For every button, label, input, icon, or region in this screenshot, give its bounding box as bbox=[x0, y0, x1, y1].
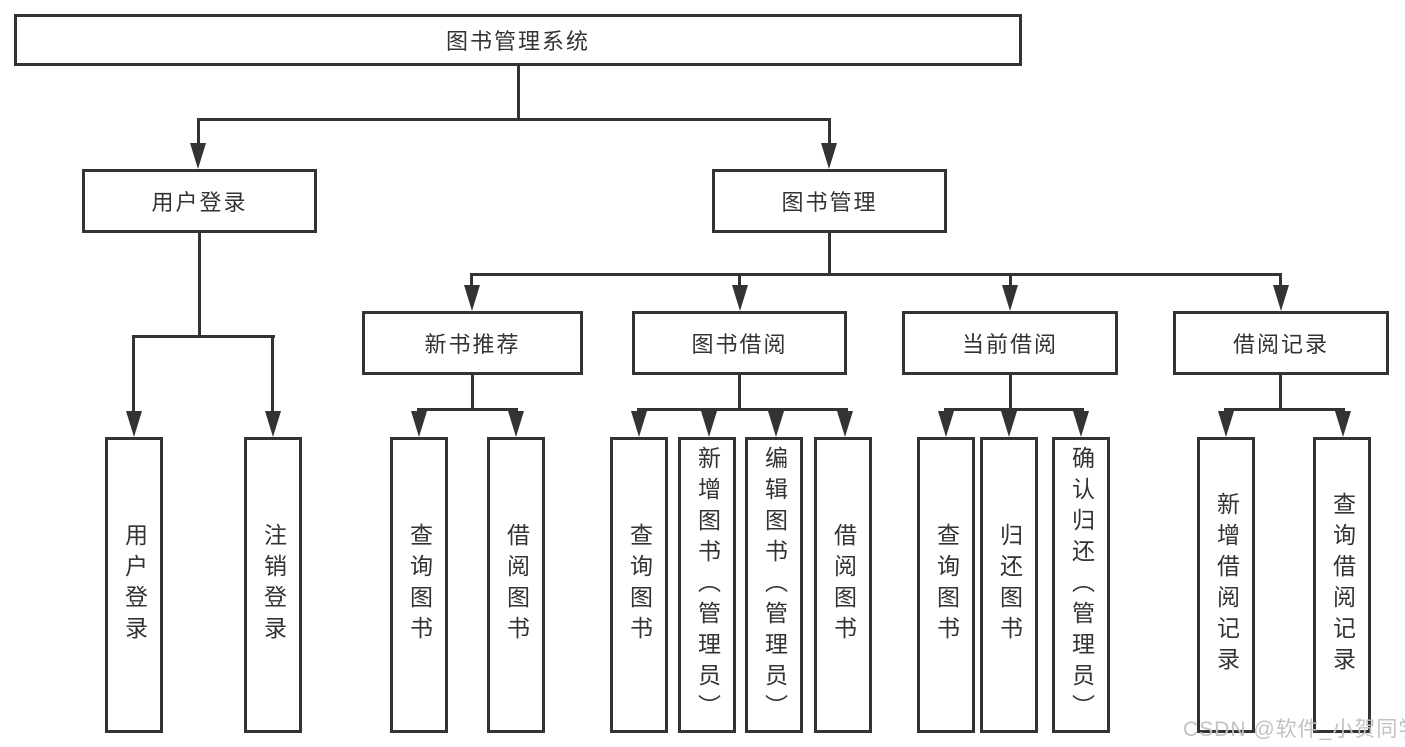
arrow-down-icon bbox=[126, 411, 142, 437]
connector-branch-records bbox=[1224, 408, 1345, 411]
arrow-down-icon bbox=[1273, 285, 1289, 311]
leaf-return-book-label: 归还图书 bbox=[996, 523, 1023, 647]
leaf-borrow-books-newrec-label: 借阅图书 bbox=[503, 523, 530, 647]
arrow-down-icon bbox=[701, 411, 717, 437]
connector-records-stem bbox=[1279, 375, 1282, 411]
arrow-down-icon bbox=[631, 411, 647, 437]
connector-borrow-stem bbox=[738, 375, 741, 411]
leaf-query-books-current-label: 查询图书 bbox=[933, 523, 960, 647]
leaf-add-book-admin: 新增图书（管理员） bbox=[678, 437, 736, 733]
connector-root-stem bbox=[517, 64, 520, 120]
arrow-down-icon bbox=[732, 285, 748, 311]
csdn-watermark: CSDN @软件_小贺同学 bbox=[1183, 718, 1405, 741]
leaf-query-borrow-record: 查询借阅记录 bbox=[1313, 437, 1371, 733]
connector-branch-level3 bbox=[470, 273, 1282, 276]
leaf-add-book-admin-label: 新增图书（管理员） bbox=[694, 445, 721, 725]
arrow-down-icon bbox=[464, 285, 480, 311]
root-node: 图书管理系统 bbox=[14, 14, 1022, 66]
leaf-query-borrow-record-label: 查询借阅记录 bbox=[1329, 492, 1356, 678]
arrow-down-icon bbox=[265, 411, 281, 437]
leaf-query-books-borrow-label: 查询图书 bbox=[626, 523, 653, 647]
arrow-down-icon bbox=[1001, 411, 1017, 437]
connector-user-login-drop bbox=[197, 118, 200, 148]
connector-branch-newrec bbox=[417, 408, 518, 411]
arrow-down-icon bbox=[411, 411, 427, 437]
connector-level3-drop bbox=[470, 273, 473, 288]
node-borrow-records: 借阅记录 bbox=[1173, 311, 1389, 375]
node-book-borrow-label: 图书借阅 bbox=[691, 332, 788, 357]
connector-branch-user-login bbox=[132, 335, 275, 338]
connector-level3-drop bbox=[1279, 273, 1282, 288]
leaf-query-books-borrow: 查询图书 bbox=[610, 437, 668, 733]
arrow-down-icon bbox=[1218, 411, 1234, 437]
leaf-borrow-books-borrow: 借阅图书 bbox=[814, 437, 872, 733]
connector-book-mgmt-drop bbox=[828, 118, 831, 148]
leaf-borrow-books-newrec: 借阅图书 bbox=[487, 437, 545, 733]
connector-book-mgmt-stem bbox=[828, 233, 831, 275]
leaf-add-borrow-record-label: 新增借阅记录 bbox=[1213, 492, 1240, 678]
arrow-down-icon bbox=[1335, 411, 1351, 437]
node-current-borrow: 当前借阅 bbox=[902, 311, 1118, 375]
arrow-down-icon bbox=[1002, 285, 1018, 311]
leaf-confirm-return-admin: 确认归还（管理员） bbox=[1052, 437, 1110, 733]
leaf-logout-label: 注销登录 bbox=[260, 523, 287, 647]
node-new-book-recommend-label: 新书推荐 bbox=[424, 332, 521, 357]
node-book-management-label: 图书管理 bbox=[781, 190, 878, 215]
leaf-user-login: 用户登录 bbox=[105, 437, 163, 733]
connector-level3-drop bbox=[738, 273, 741, 288]
connector-current-stem bbox=[1009, 375, 1012, 411]
arrow-down-icon bbox=[938, 411, 954, 437]
connector-level3-drop bbox=[1009, 273, 1012, 288]
leaf-return-book: 归还图书 bbox=[980, 437, 1038, 733]
arrow-down-icon bbox=[768, 411, 784, 437]
connector-newrec-stem bbox=[471, 375, 474, 411]
arrow-down-icon bbox=[821, 143, 837, 169]
leaf-user-login-label: 用户登录 bbox=[121, 523, 148, 647]
leaf-add-borrow-record: 新增借阅记录 bbox=[1197, 437, 1255, 733]
node-new-book-recommend: 新书推荐 bbox=[362, 311, 583, 375]
connector-leaf-drop bbox=[271, 335, 274, 413]
leaf-edit-book-admin-label: 编辑图书（管理员） bbox=[761, 445, 788, 725]
node-book-management: 图书管理 bbox=[712, 169, 947, 233]
arrow-down-icon bbox=[1073, 411, 1089, 437]
connector-branch-borrow bbox=[637, 408, 848, 411]
node-user-login: 用户登录 bbox=[82, 169, 317, 233]
leaf-query-books-newrec-label: 查询图书 bbox=[406, 523, 433, 647]
leaf-edit-book-admin: 编辑图书（管理员） bbox=[745, 437, 803, 733]
node-book-borrow: 图书借阅 bbox=[632, 311, 847, 375]
connector-branch-current bbox=[944, 408, 1084, 411]
connector-branch-level2 bbox=[197, 118, 831, 121]
arrow-down-icon bbox=[508, 411, 524, 437]
leaf-logout: 注销登录 bbox=[244, 437, 302, 733]
leaf-borrow-books-borrow-label: 借阅图书 bbox=[830, 523, 857, 647]
node-borrow-records-label: 借阅记录 bbox=[1232, 332, 1329, 357]
node-user-login-label: 用户登录 bbox=[151, 190, 248, 215]
leaf-query-books-current: 查询图书 bbox=[917, 437, 975, 733]
connector-leaf-drop bbox=[132, 335, 135, 413]
leaf-confirm-return-admin-label: 确认归还（管理员） bbox=[1068, 445, 1095, 725]
connector-user-login-stem bbox=[198, 233, 201, 338]
leaf-query-books-newrec: 查询图书 bbox=[390, 437, 448, 733]
arrow-down-icon bbox=[837, 411, 853, 437]
node-current-borrow-label: 当前借阅 bbox=[961, 332, 1058, 357]
arrow-down-icon bbox=[190, 143, 206, 169]
root-node-label: 图书管理系统 bbox=[445, 29, 590, 54]
